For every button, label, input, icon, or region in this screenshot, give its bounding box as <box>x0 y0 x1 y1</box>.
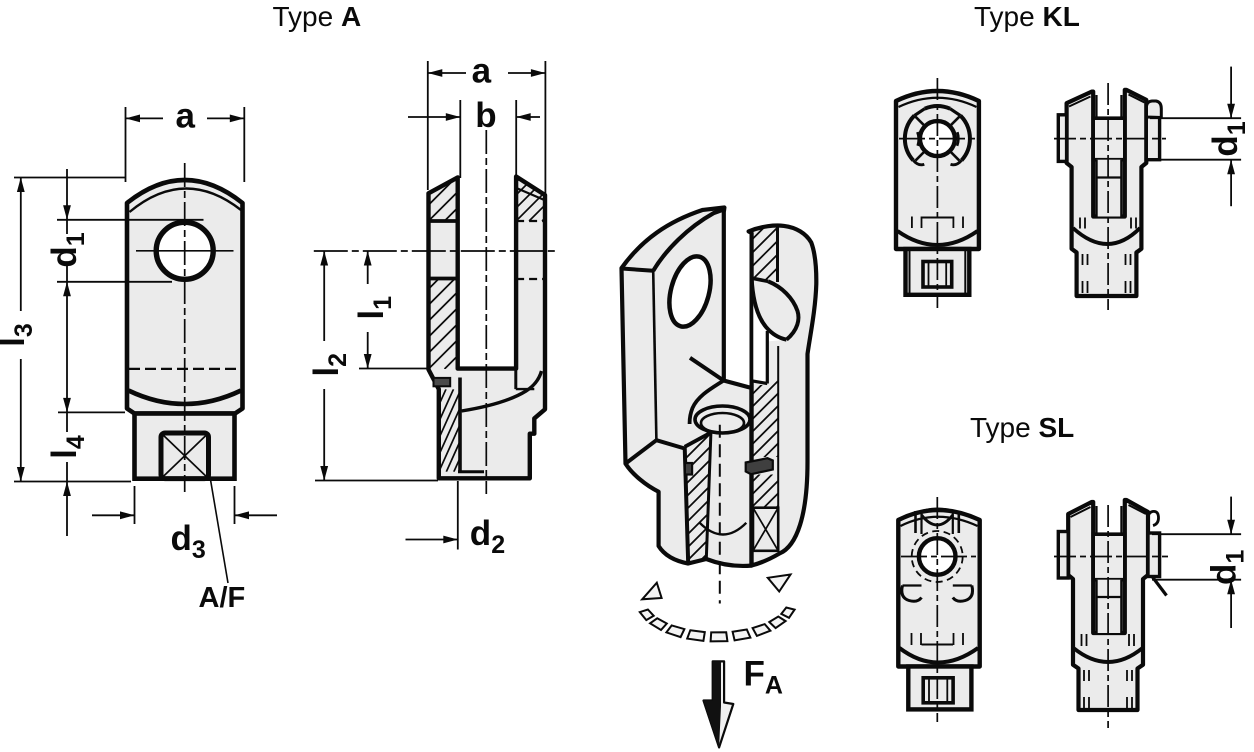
svg-text:Type A: Type A <box>273 1 362 32</box>
svg-text:b: b <box>475 96 496 135</box>
svg-text:FA: FA <box>744 655 783 700</box>
svg-text:a: a <box>175 97 195 136</box>
svg-text:Type KL: Type KL <box>974 1 1080 32</box>
svg-text:l3: l3 <box>0 323 38 347</box>
svg-text:a: a <box>472 52 492 91</box>
svg-text:Type SL: Type SL <box>970 412 1074 443</box>
svg-text:A/F: A/F <box>199 582 246 614</box>
